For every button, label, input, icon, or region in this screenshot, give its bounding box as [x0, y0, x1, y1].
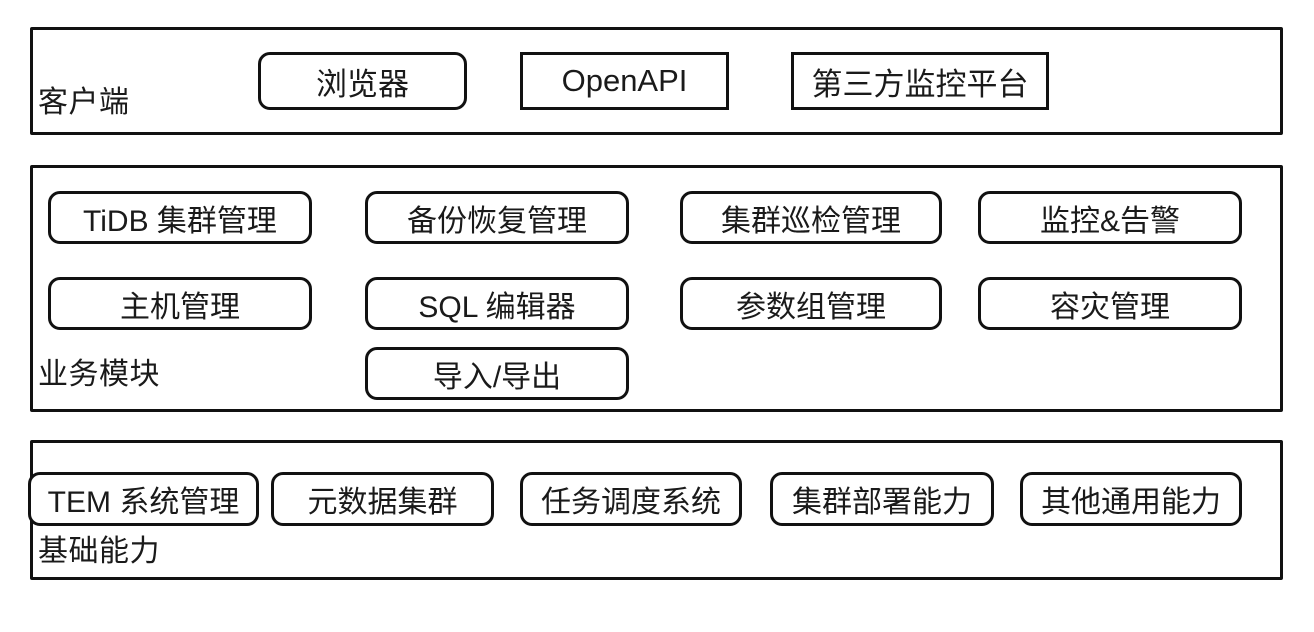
box-browser[interactable]: 浏览器 [258, 52, 467, 110]
box-host-management[interactable]: 主机管理 [48, 277, 312, 330]
box-disaster-recovery-management[interactable]: 容灾管理 [978, 277, 1242, 330]
layer-label-business: 业务模块 [38, 358, 160, 391]
box-third-party-monitoring-platform[interactable]: 第三方监控平台 [791, 52, 1049, 110]
box-task-scheduling-system[interactable]: 任务调度系统 [520, 472, 742, 526]
box-tem-system-management[interactable]: TEM 系统管理 [28, 472, 259, 526]
box-import-export[interactable]: 导入/导出 [365, 347, 629, 400]
box-cluster-inspection-management[interactable]: 集群巡检管理 [680, 191, 942, 244]
box-openapi[interactable]: OpenAPI [520, 52, 729, 110]
box-tidb-cluster-management[interactable]: TiDB 集群管理 [48, 191, 312, 244]
box-cluster-deployment-capability[interactable]: 集群部署能力 [770, 472, 994, 526]
layer-label-base: 基础能力 [38, 535, 160, 568]
box-monitoring-and-alerting[interactable]: 监控&告警 [978, 191, 1242, 244]
box-backup-restore-management[interactable]: 备份恢复管理 [365, 191, 629, 244]
box-other-general-capabilities[interactable]: 其他通用能力 [1020, 472, 1242, 526]
box-sql-editor[interactable]: SQL 编辑器 [365, 277, 629, 330]
layer-label-client: 客户端 [38, 86, 130, 119]
box-parameter-group-management[interactable]: 参数组管理 [680, 277, 942, 330]
box-metadata-cluster[interactable]: 元数据集群 [271, 472, 494, 526]
